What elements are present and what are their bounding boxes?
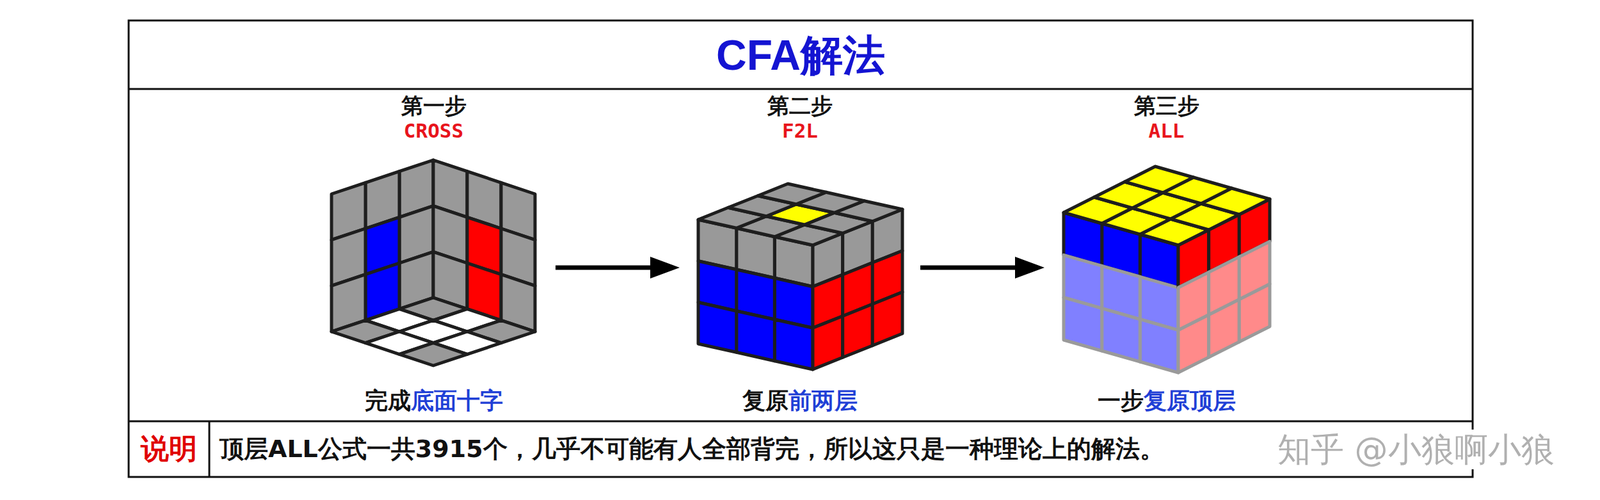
step-caption-highlight: 复原顶层 [1143,387,1236,414]
step-column: 第三步ALL 一步复原顶层 [1050,92,1282,416]
cube-sticker [842,304,873,358]
note-tag: 说明 [140,430,198,468]
step-caption-text: 完成 [364,387,411,414]
cube-sticker [1178,314,1209,373]
cube-sticker [736,311,776,361]
cube-sticker [774,319,813,370]
cube-sticker [1102,308,1141,362]
title-cell: CFA解法 [128,21,1473,89]
cube-all [1063,166,1270,373]
cube-sticker [1139,319,1179,373]
cube-sticker [1063,297,1103,351]
step-caption: 复原前两层 [686,385,914,416]
outer-border [128,20,1473,477]
step-heading: 第二步F2L [686,92,914,143]
step-number: 第一步 [318,92,550,120]
cube-sticker [1208,299,1240,358]
cube-sticker [872,291,903,345]
arrow-shaft [555,265,653,271]
step-caption: 完成底面十字 [318,385,550,416]
title-rule [128,88,1473,91]
watermark: 知乎 @小狼啊小狼 [1273,429,1559,470]
cube-sticker [399,343,468,366]
method-code: ALL [1050,119,1282,143]
arrow-head [1015,256,1045,279]
cube-sticker [812,316,843,370]
cube-f2l [698,183,903,370]
cube-cross [331,160,536,366]
step-heading: 第三步ALL [1050,92,1282,143]
step-column: 第二步F2L 复原前两层 [686,92,914,416]
cube-sticker [1124,166,1193,193]
step-caption-highlight: 前两层 [788,387,858,414]
step-arrow [555,256,680,279]
step-number: 第二步 [686,92,914,120]
note-text: 顶层ALL公式一共3915个，几乎不可能有人全部背完，所以这只是一种理论上的解法… [219,432,1165,466]
note-tag-cell: 说明 [128,421,210,477]
diagram-title: CFA解法 [716,32,886,79]
step-number: 第三步 [1050,92,1282,120]
step-column: 第一步CROSS 完成底面十字 [318,92,550,416]
step-caption-text: 一步 [1097,387,1144,414]
cube-sticker [1239,284,1270,342]
step-caption-highlight: 底面十字 [410,387,504,414]
step-arrow [920,256,1045,279]
note-rule [128,420,1473,423]
cube-sticker [757,183,826,205]
arrow-shaft [920,265,1018,271]
step-caption-text: 复原 [742,387,789,414]
cube-sticker [698,302,737,352]
method-code: F2L [686,119,914,143]
note-divider [208,421,211,477]
step-caption: 一步复原顶层 [1050,385,1282,416]
arrow-head [650,256,680,279]
step-heading: 第一步CROSS [318,92,550,143]
method-code: CROSS [318,119,550,143]
